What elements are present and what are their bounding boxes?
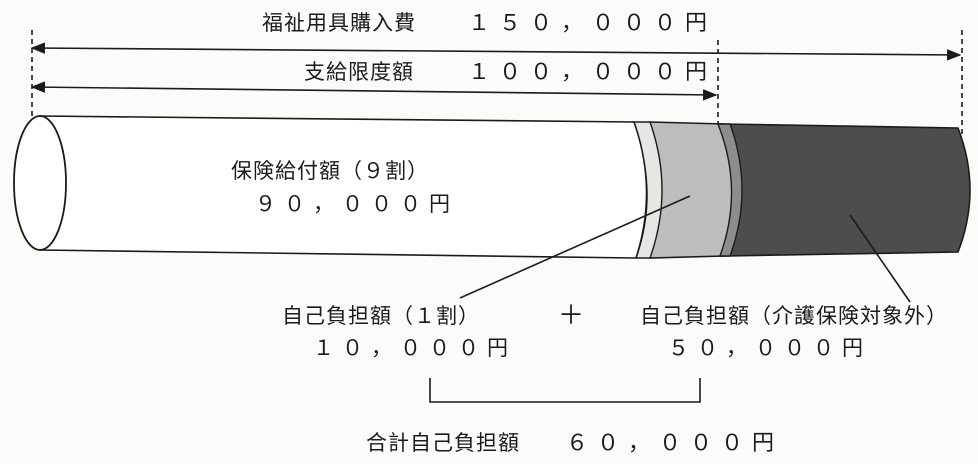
cylinder-end-cap	[13, 115, 67, 251]
copay-segment	[649, 121, 737, 259]
plus-sign: ＋	[558, 301, 585, 331]
excluded-pointer-line	[849, 214, 911, 303]
benefit-segment	[39, 115, 648, 259]
purchase-cost-arrow	[30, 42, 962, 61]
copay-pointer-line	[459, 195, 691, 299]
copay-one-tenth-label: 自己負担額（１割）	[282, 304, 480, 328]
total-copay-amount: ６０，０００円	[566, 431, 784, 456]
copay-one-tenth-amount: １０，０００円	[313, 336, 516, 360]
insurance-benefit-amount: ９０，０００円	[255, 192, 458, 216]
excluded-segment	[721, 123, 971, 257]
limit-arrow	[30, 81, 718, 101]
segment-ring-right	[716, 123, 743, 257]
purchase-cost-label: 福祉用具購入費	[262, 11, 416, 35]
limit-label: 支給限度額	[304, 60, 414, 84]
purchase-cost-amount: １５０，０００円	[468, 11, 717, 36]
total-bracket	[429, 378, 701, 403]
limit-amount: １００，０００円	[468, 60, 717, 85]
copay-not-covered-label: 自己負担額（介護保険対象外）	[640, 304, 948, 328]
insurance-benefit-label: 保険給付額（９割）	[231, 159, 429, 183]
copay-not-covered-amount: ５０，０００円	[668, 336, 871, 360]
total-copay-label: 合計自己負担額	[366, 431, 520, 455]
